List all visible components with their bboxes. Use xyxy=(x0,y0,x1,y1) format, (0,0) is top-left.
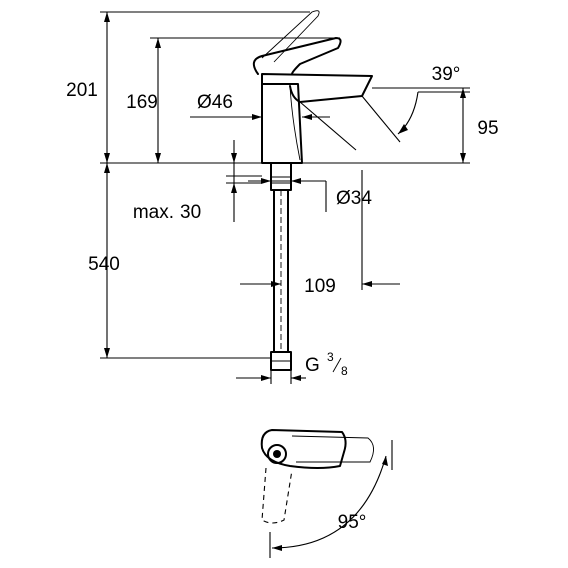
rotation-arc xyxy=(271,455,387,549)
dim-g-arrow-right xyxy=(291,375,301,381)
dim-g-arrow-left xyxy=(261,375,271,381)
faucet-spout xyxy=(261,73,373,103)
top-view-ghost-lever xyxy=(261,467,293,524)
lever-ghost xyxy=(261,10,320,63)
dim-540-arrow-bottom xyxy=(104,348,110,358)
faucet-side-view xyxy=(100,10,470,371)
spout-axis xyxy=(299,101,357,151)
label-thread-denominator: 8 xyxy=(341,364,348,378)
label-109: 109 xyxy=(304,276,336,297)
label-95-rotation: 95° xyxy=(338,512,367,533)
dimension-labels: 201 169 Ø46 39° 95 max. 30 Ø34 109 540 G… xyxy=(66,64,498,533)
dim-95-arrow-top xyxy=(460,88,466,98)
label-95: 95 xyxy=(477,118,498,139)
label-169: 169 xyxy=(126,92,158,113)
label-34: Ø34 xyxy=(336,188,372,209)
faucet-lever xyxy=(252,37,342,75)
faucet-top-view xyxy=(260,429,393,558)
dim-95-arrow-bottom xyxy=(460,153,466,163)
label-201: 201 xyxy=(66,80,98,101)
label-39: 39° xyxy=(432,64,461,85)
dim-540-arrow-top xyxy=(104,163,110,173)
label-thread-numerator: 3 xyxy=(327,350,334,364)
dim-169-arrow-bottom xyxy=(155,153,161,163)
dim-169-arrow-top xyxy=(155,38,161,48)
label-max30-value: 30 xyxy=(180,202,201,223)
dim-46-arrow-left xyxy=(252,114,262,120)
top-view-indicator-dot xyxy=(273,450,281,458)
dim-46-arrow-right xyxy=(302,114,312,120)
label-46: Ø46 xyxy=(197,92,233,113)
dim-109-arrow-right xyxy=(362,281,372,287)
rotation-arrow-right xyxy=(382,456,388,466)
dim-201-arrow-bottom xyxy=(104,153,110,163)
faucet-body xyxy=(261,83,303,164)
dim-39-arrow xyxy=(398,124,408,134)
thread-fraction-slash xyxy=(332,357,342,373)
spout-axis-ext xyxy=(361,95,401,143)
dim-30-arrow-top xyxy=(231,153,237,163)
label-540: 540 xyxy=(88,254,120,275)
rotation-arrow-left xyxy=(272,545,282,551)
dim-39-arc xyxy=(397,91,419,135)
top-view-indicator-ring xyxy=(267,444,287,464)
label-thread-prefix: G xyxy=(305,355,320,376)
dim-201-arrow-top xyxy=(104,12,110,22)
dim-109-arrow-left xyxy=(271,281,281,287)
dim-34-arrow-right xyxy=(291,178,301,184)
top-view-lever xyxy=(291,435,374,463)
dim-34-arrow-left xyxy=(261,178,271,184)
dim-30-arrow-bottom xyxy=(231,183,237,193)
dimension-lines xyxy=(100,11,470,384)
label-max30-prefix: max. xyxy=(133,202,174,223)
body-curve xyxy=(289,85,301,161)
mounting-shank xyxy=(270,162,292,191)
